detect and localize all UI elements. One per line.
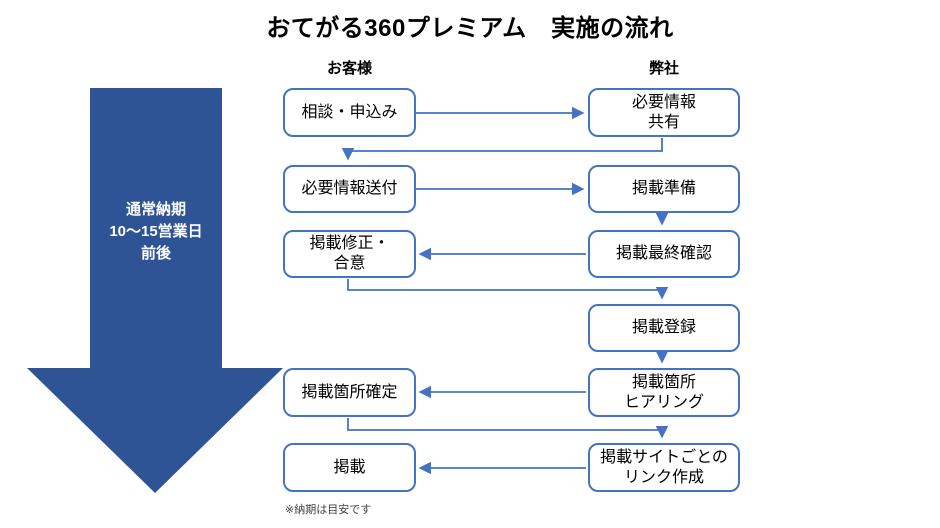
flow-box-register: 掲載登録 <box>588 304 740 352</box>
column-header-customer: お客様 <box>326 60 372 77</box>
connector-revision-agree-to-register <box>347 279 669 300</box>
flow-box-revision-agree: 掲載修正・ 合意 <box>283 230 416 278</box>
page-title: おてがる360プレミアム 実施の流れ <box>266 15 674 42</box>
flow-box-publish-prep: 掲載準備 <box>588 165 740 213</box>
flow-box-publish: 掲載 <box>283 443 416 492</box>
flow-box-info-send: 必要情報送付 <box>283 165 416 213</box>
timeline-arrow-label: 通常納期 10〜15営業日 前後 <box>109 201 203 262</box>
connector-location-confirm-to-link-creation <box>347 418 669 439</box>
flow-box-link-creation: 掲載サイトごとの リンク作成 <box>588 443 740 492</box>
column-header-company: 弊社 <box>648 60 679 77</box>
connector-info-share-to-info-send <box>341 138 663 161</box>
flow-box-final-check: 掲載最終確認 <box>588 230 740 278</box>
flow-box-consult: 相談・申込み <box>283 88 416 137</box>
flow-box-info-share: 必要情報 共有 <box>588 88 740 137</box>
flow-box-location-confirm: 掲載箇所確定 <box>283 368 416 417</box>
timeline-down-arrow <box>27 88 283 493</box>
delivery-note: ※納期は目安です <box>285 504 372 516</box>
flow-box-location-hearing: 掲載箇所 ヒアリング <box>588 368 740 417</box>
